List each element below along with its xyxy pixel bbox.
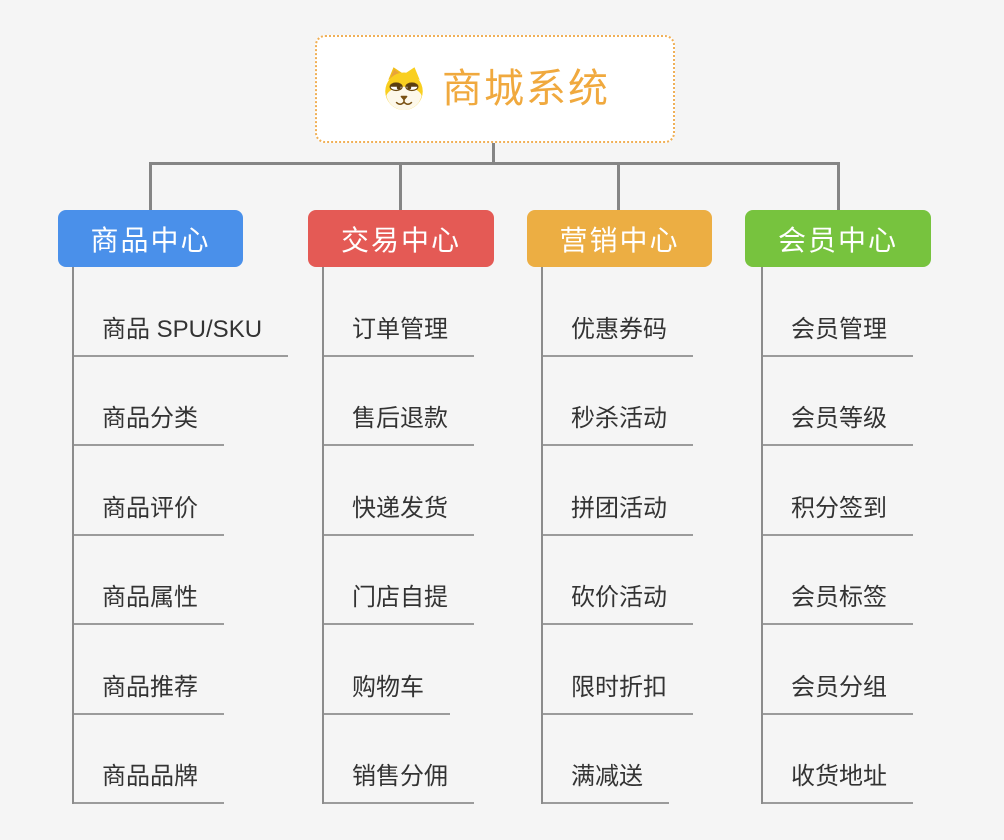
leaf-node: 砍价活动 [541, 536, 791, 625]
leaf-label[interactable]: 商品推荐 [72, 674, 224, 715]
connector-root-drop [492, 143, 495, 163]
leaf-label[interactable]: 会员等级 [761, 405, 913, 446]
leaf-node: 门店自提 [322, 536, 572, 625]
leaf-label[interactable]: 积分签到 [761, 495, 913, 536]
leaf-label[interactable]: 售后退款 [322, 405, 474, 446]
leaf-label[interactable]: 购物车 [322, 674, 450, 715]
leaf-node: 商品评价 [72, 446, 322, 536]
category-label: 商品中心 [90, 224, 211, 256]
leaf-node: 会员分组 [761, 625, 1004, 715]
leaf-node: 会员管理 [761, 267, 1004, 357]
branch-marketing: 优惠券码 秒杀活动 拼团活动 砍价活动 限时折扣 满减送 [541, 267, 791, 804]
root-title: 商城系统 [442, 67, 610, 111]
category-node-marketing[interactable]: 营销中心 [527, 210, 712, 267]
leaf-label[interactable]: 商品属性 [72, 584, 224, 625]
leaf-node: 商品分类 [72, 357, 322, 446]
root-node[interactable]: 商城系统 [315, 35, 675, 143]
connector-drop-member [837, 164, 840, 210]
leaf-label[interactable]: 限时折扣 [541, 674, 693, 715]
leaf-node: 积分签到 [761, 446, 1004, 536]
leaf-label[interactable]: 销售分佣 [322, 763, 474, 804]
branch-trade: 订单管理 售后退款 快递发货 门店自提 购物车 销售分佣 [322, 267, 572, 804]
connector-horizontal [149, 162, 840, 165]
branch-trunk-line [761, 267, 763, 804]
leaf-node: 商品推荐 [72, 625, 322, 715]
leaf-node: 满减送 [541, 715, 791, 804]
leaf-label[interactable]: 秒杀活动 [541, 405, 693, 446]
leaf-node: 拼团活动 [541, 446, 791, 536]
leaf-node: 商品 SPU/SKU [72, 267, 322, 357]
leaf-label[interactable]: 会员分组 [761, 674, 913, 715]
leaf-label[interactable]: 会员标签 [761, 584, 913, 625]
leaf-label[interactable]: 商品 SPU/SKU [72, 316, 289, 357]
connector-drop-trade [399, 164, 402, 210]
leaf-label[interactable]: 优惠券码 [541, 316, 693, 357]
category-node-member[interactable]: 会员中心 [745, 210, 931, 267]
leaf-label[interactable]: 商品分类 [72, 405, 224, 446]
leaf-node: 快递发货 [322, 446, 572, 536]
leaf-label[interactable]: 拼团活动 [541, 495, 693, 536]
connector-drop-marketing [617, 164, 620, 210]
branch-member: 会员管理 会员等级 积分签到 会员标签 会员分组 收货地址 [761, 267, 1004, 804]
branch-trunk-line [541, 267, 543, 804]
category-label: 交易中心 [340, 224, 461, 256]
leaf-node: 秒杀活动 [541, 357, 791, 446]
leaf-node: 会员等级 [761, 357, 1004, 446]
leaf-label[interactable]: 砍价活动 [541, 584, 693, 625]
branch-trunk-line [322, 267, 324, 804]
category-node-product[interactable]: 商品中心 [58, 210, 243, 267]
leaf-label[interactable]: 快递发货 [322, 495, 474, 536]
dog-face-icon [385, 67, 423, 111]
leaf-node: 销售分佣 [322, 715, 572, 804]
connector-drop-product [149, 164, 152, 210]
category-label: 营销中心 [559, 224, 680, 256]
leaf-label[interactable]: 门店自提 [322, 584, 474, 625]
leaf-label[interactable]: 商品品牌 [72, 763, 224, 804]
category-node-trade[interactable]: 交易中心 [308, 210, 494, 267]
category-label: 会员中心 [777, 224, 898, 256]
leaf-node: 订单管理 [322, 267, 572, 357]
leaf-label[interactable]: 收货地址 [761, 763, 913, 804]
leaf-label[interactable]: 订单管理 [322, 316, 474, 357]
branch-product: 商品 SPU/SKU 商品分类 商品评价 商品属性 商品推荐 商品品牌 [72, 267, 322, 804]
leaf-node: 优惠券码 [541, 267, 791, 357]
leaf-node: 购物车 [322, 625, 572, 715]
leaf-node: 限时折扣 [541, 625, 791, 715]
leaf-node: 收货地址 [761, 715, 1004, 804]
leaf-node: 售后退款 [322, 357, 572, 446]
leaf-label[interactable]: 会员管理 [761, 316, 913, 357]
leaf-label[interactable]: 满减送 [541, 763, 669, 804]
leaf-node: 会员标签 [761, 536, 1004, 625]
branch-trunk-line [72, 267, 74, 804]
leaf-node: 商品品牌 [72, 715, 322, 804]
leaf-node: 商品属性 [72, 536, 322, 625]
leaf-label[interactable]: 商品评价 [72, 495, 224, 536]
